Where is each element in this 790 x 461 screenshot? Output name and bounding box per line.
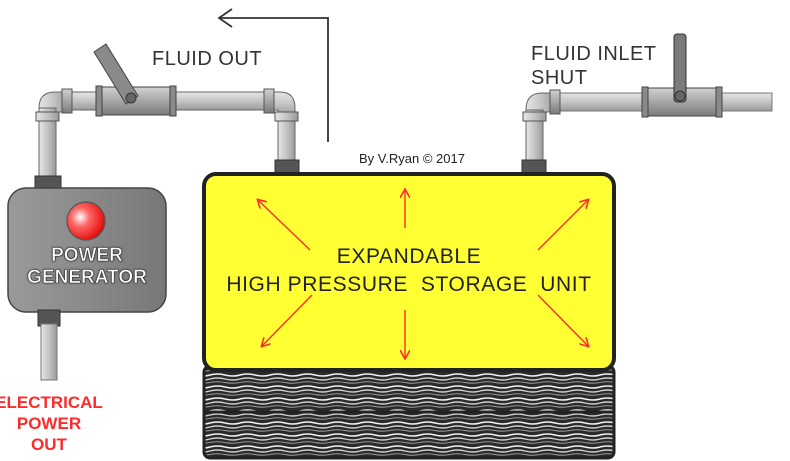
pressure-arrows	[258, 190, 588, 358]
storage-line1: EXPANDABLE	[336, 245, 482, 268]
pressure-arrow-down-left	[262, 294, 313, 346]
fluid-inlet-line1: FLUID INLET	[531, 43, 657, 65]
generator-label: POWER GENERATOR	[8, 245, 166, 289]
valve-flange	[95, 85, 103, 117]
electrical-line1: ELECTRICAL	[0, 393, 103, 412]
generator-line2: GENERATOR	[27, 267, 147, 289]
coupler	[274, 111, 299, 122]
generator-line1: POWER	[51, 245, 123, 267]
pressure-arrow-down-right	[537, 294, 588, 346]
storage-unit	[202, 159, 616, 460]
storage-unit-label: EXPANDABLE HIGH PRESSURE STORAGE UNIT	[204, 243, 614, 299]
fluid-out-label: FLUID OUT	[152, 48, 263, 70]
coupler	[35, 111, 60, 122]
coupler	[61, 88, 73, 114]
power-generator	[7, 175, 167, 381]
pressure-arrow-up-right	[537, 200, 588, 251]
valve-lever-shut-icon[interactable]	[673, 33, 687, 103]
credit-label: By V.Ryan © 2017	[359, 151, 465, 166]
fluid-out-arrow	[217, 8, 329, 142]
electrical-line2: POWER	[16, 414, 82, 433]
red-indicator-light-icon	[66, 201, 106, 241]
outlet-pipework	[35, 85, 299, 181]
generator-body	[7, 187, 167, 313]
valve-flange	[641, 86, 649, 118]
pressure-arrow-up-left	[258, 200, 311, 251]
coupler	[549, 89, 561, 115]
storage-tank	[202, 172, 616, 372]
storage-line2: HIGH PRESSURE STORAGE UNIT	[226, 273, 592, 296]
valve-lever-open-icon[interactable]	[93, 43, 139, 105]
coupler	[522, 111, 547, 122]
inlet-pipework	[522, 86, 773, 165]
fluid-inlet-line2: SHUT	[531, 67, 588, 89]
electrical-line3: OUT	[31, 435, 67, 454]
valve-flange	[715, 86, 723, 118]
outlet-valve-body	[95, 86, 177, 116]
coupler	[263, 88, 275, 114]
fluid-inlet-label: FLUID INLET SHUT	[531, 42, 657, 90]
cable-out	[40, 323, 58, 381]
valve-flange	[169, 85, 177, 117]
electrical-power-out-label: ELECTRICAL POWER OUT	[0, 392, 106, 455]
